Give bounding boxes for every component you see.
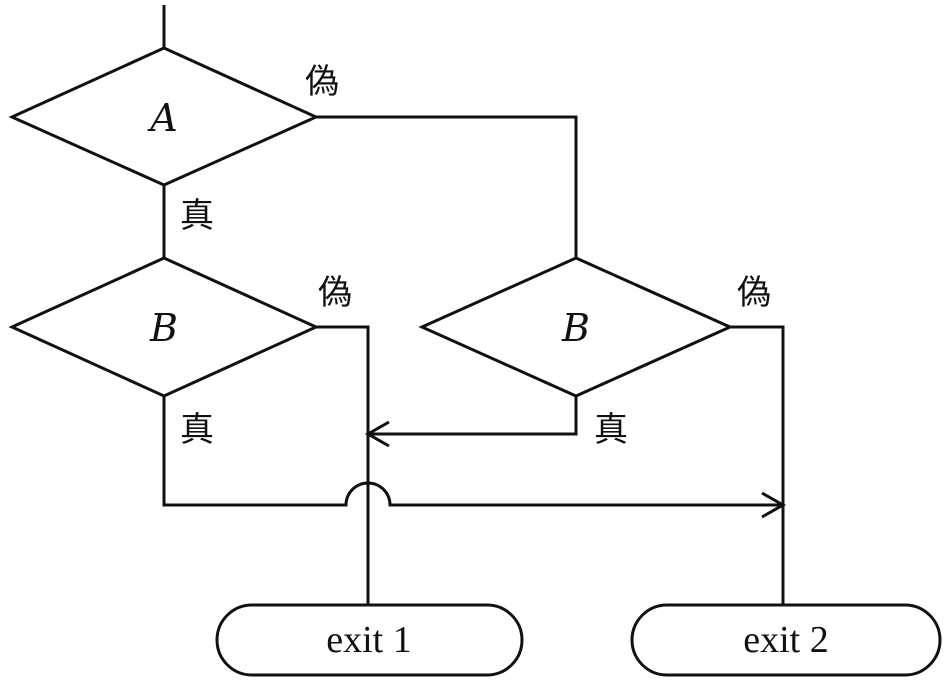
a-false-line [316,115,578,258]
terminal-exit-1-box [215,603,524,677]
terminal-exit-2: exit 2 [630,603,942,677]
decision-a-label: A [147,96,177,140]
decision-b-left: B [8,256,320,398]
decision-a-diamond [8,46,320,187]
decision-b-right-diamond [418,256,734,398]
decision-a: A [8,46,320,187]
b-left-false-label: 偽 [318,273,352,313]
terminal-exit-2-box [630,603,942,677]
terminal-exit-2-label: exit 2 [743,619,828,661]
b-right-true-arrowhead [364,420,390,448]
b-left-false-line [316,325,370,605]
b-right-false-line [730,325,785,605]
b-right-true-line [368,396,578,436]
a-false-label: 偽 [305,62,339,102]
terminal-exit-1-label: exit 1 [326,619,411,661]
b-right-false-label: 偽 [737,273,771,313]
b-right-true-label: 真 [594,410,628,450]
a-true-label: 真 [180,196,214,236]
decision-b-right: B [418,256,734,398]
decision-b-left-diamond [8,256,320,398]
terminal-exit-1: exit 1 [215,603,524,677]
b-left-true-line [162,396,783,507]
decision-b-left-label: B [149,306,178,350]
b-left-true-label: 真 [180,410,214,450]
decision-b-right-label: B [561,306,590,350]
